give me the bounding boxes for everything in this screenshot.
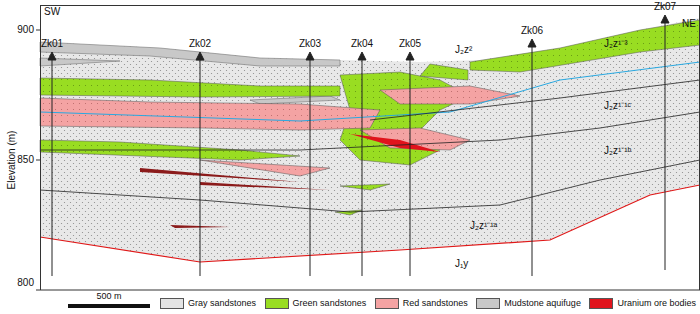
legend-item: Uranium ore bodies	[589, 298, 696, 309]
section-label: J₂z¹⁻¹ᵇ	[604, 145, 631, 157]
red-sandstone	[380, 86, 520, 104]
formation-boundary	[40, 160, 700, 212]
section-label: Zk02	[189, 38, 211, 50]
section-label: Zk01	[41, 38, 63, 50]
section-label: J₂z¹⁻¹ᵃ	[470, 220, 497, 232]
legend-item: Gray sandstones	[160, 298, 256, 309]
tick-label: 850	[17, 154, 34, 166]
section-label: J₂z¹⁻¹ᶜ	[604, 100, 631, 112]
tick-label: 900	[17, 24, 34, 36]
section-label: Zk05	[399, 38, 421, 50]
green-sandstone	[340, 184, 390, 190]
section-label: Zk07	[654, 1, 676, 13]
green-sandstone	[40, 78, 340, 97]
legend-item: Green sandstones	[265, 298, 367, 309]
legend-swatch	[476, 298, 500, 309]
section-label: J₂z¹⁻³	[604, 38, 628, 50]
legend-text: Gray sandstones	[188, 298, 256, 308]
tick-label: 800	[17, 277, 34, 289]
section-label: NE	[682, 18, 696, 30]
legend-swatch	[589, 298, 613, 309]
base-contact	[40, 185, 700, 262]
green-sandstone	[420, 64, 468, 80]
mudstone	[250, 96, 340, 104]
gray-sandstone	[40, 18, 700, 262]
legend-text: Green sandstones	[293, 298, 367, 308]
legend-text: Red sandstones	[403, 298, 468, 308]
legend-swatch	[265, 298, 289, 309]
legend-swatch	[160, 298, 184, 309]
formation-boundary	[370, 80, 700, 120]
frame	[41, 6, 700, 291]
axis-title: Elevation (m)	[6, 131, 18, 190]
section-label: Zk06	[521, 25, 543, 37]
legend-item: Mudstone aquifuge	[476, 298, 581, 309]
legend-swatch	[375, 298, 399, 309]
legend-text: Uranium ore bodies	[617, 298, 696, 308]
blue-boundary	[40, 62, 700, 121]
section-label: J₂z²	[455, 44, 472, 56]
legend-item: Red sandstones	[375, 298, 468, 309]
section-label: Zk04	[351, 38, 373, 50]
drill-holes	[48, 15, 669, 276]
section-label: J₁y	[455, 258, 468, 270]
section-label: 500 m	[96, 291, 121, 302]
ore-body	[350, 134, 440, 152]
ore-body	[140, 168, 300, 182]
legend: Gray sandstones Green sandstones Red sands…	[160, 296, 696, 310]
section-label: Zk03	[299, 38, 321, 50]
scale-bar	[68, 304, 150, 308]
legend-text: Mudstone aquifuge	[504, 298, 581, 308]
section-label: SW	[44, 6, 60, 18]
axis-ticks	[36, 30, 40, 290]
formation-boundary	[40, 112, 700, 150]
